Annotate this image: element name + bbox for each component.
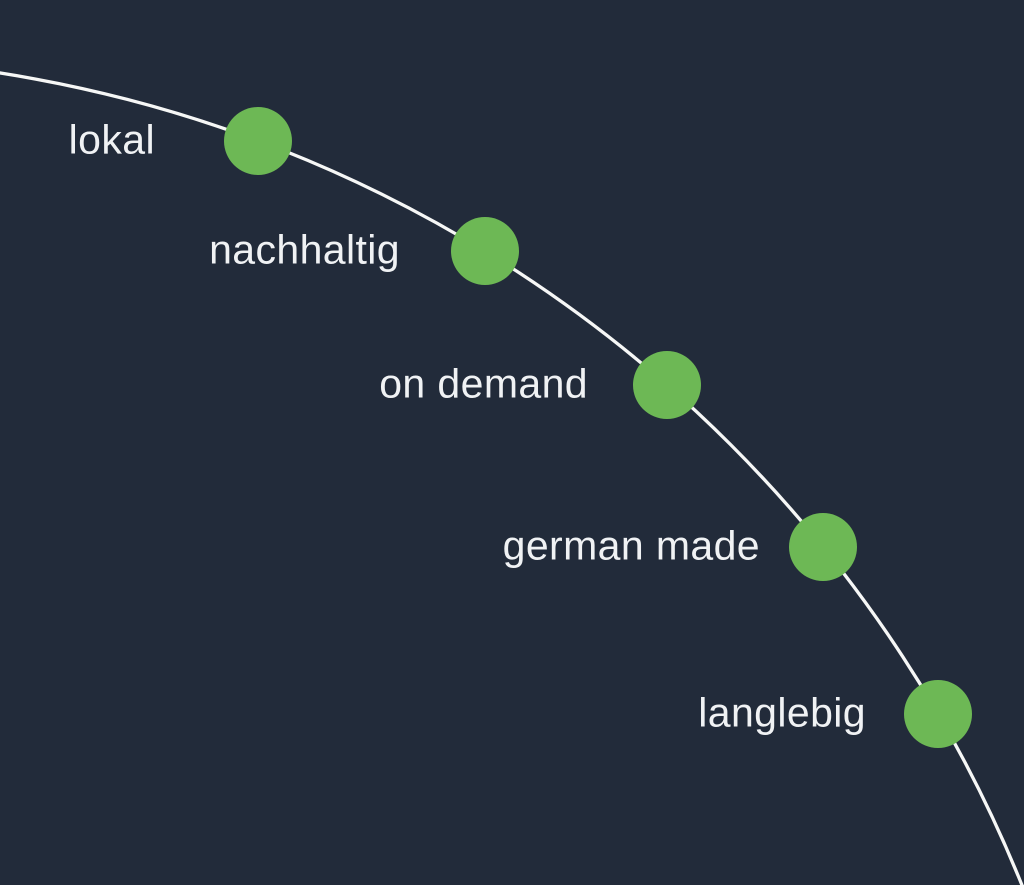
milestone-dot-icon xyxy=(451,217,519,285)
milestone-label: nachhaltig xyxy=(209,226,400,273)
milestone-label: on demand xyxy=(379,360,588,407)
milestone-dot-icon xyxy=(224,107,292,175)
milestone-label: lokal xyxy=(68,116,155,163)
milestone-dot-icon xyxy=(633,351,701,419)
milestone-label: german made xyxy=(502,522,760,569)
milestone-dot-icon xyxy=(789,513,857,581)
milestone-dot-icon xyxy=(904,680,972,748)
milestone-label: langlebig xyxy=(698,689,866,736)
